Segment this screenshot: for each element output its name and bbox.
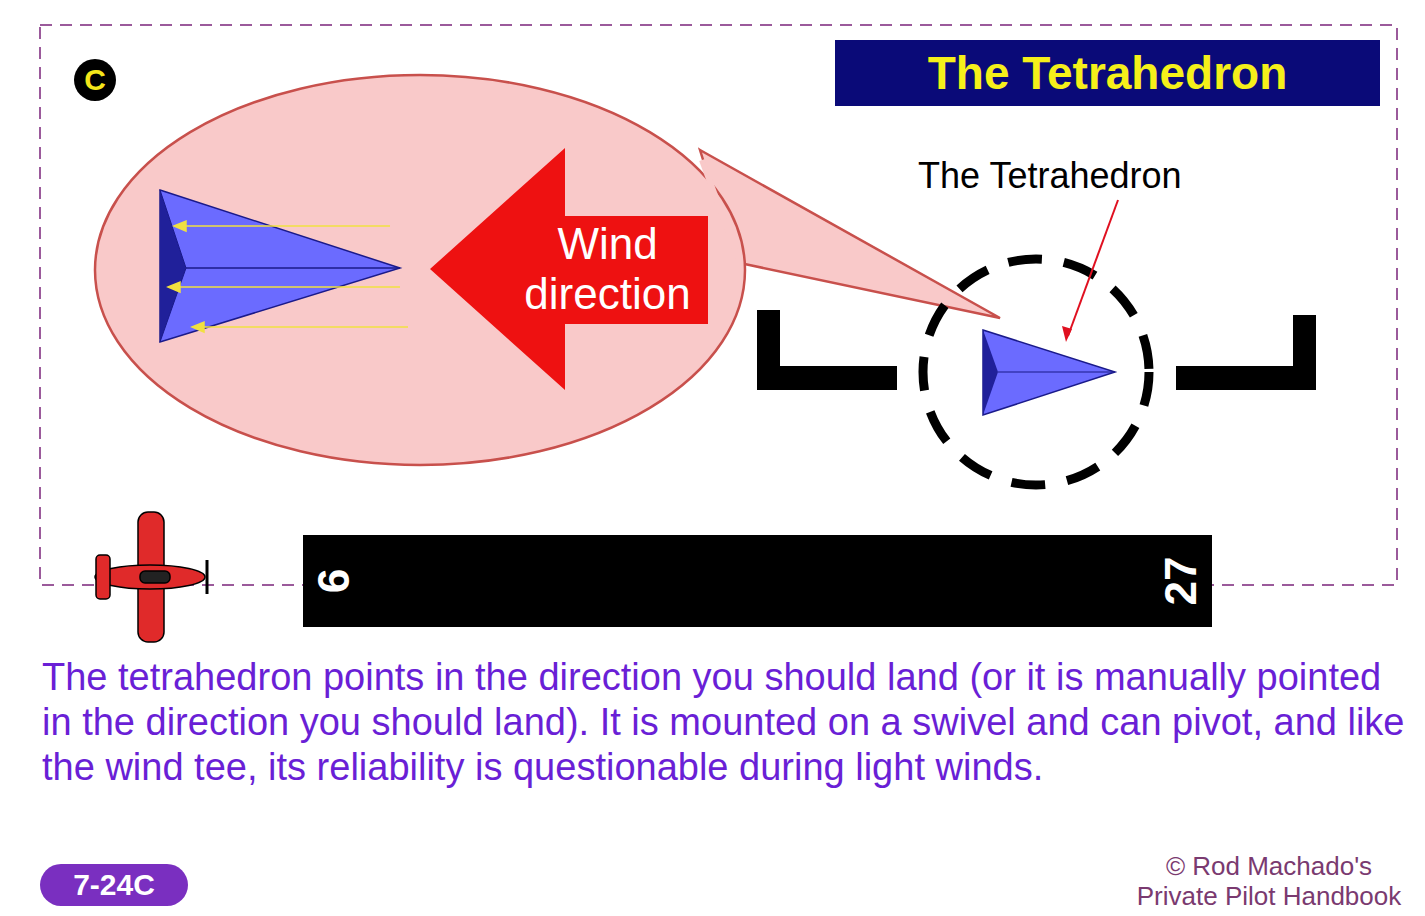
panel-letter: C [84, 63, 106, 97]
wind-arrow: Wind direction [428, 146, 710, 392]
leader-arrow [1062, 200, 1118, 342]
credit: © Rod Machado's Private Pilot Handbook [1128, 852, 1410, 912]
dashed-frame [40, 25, 1397, 585]
runway-shape [303, 535, 1212, 627]
figure-badge: 7-24C [40, 864, 188, 906]
tetrahedron-label: The Tetrahedron [918, 155, 1218, 196]
callout-bubble [95, 75, 745, 465]
runway-number: 27 [1156, 557, 1206, 606]
title-box: The Tetrahedron [835, 40, 1380, 106]
airplane [95, 512, 207, 642]
arrow-label: Wind direction [510, 219, 705, 319]
title: The Tetrahedron [928, 46, 1288, 100]
segmented-circle [923, 259, 1149, 485]
small-tetrahedron [983, 330, 1115, 415]
letter-circle: C [73, 58, 117, 102]
runway-number: 9 [308, 569, 358, 593]
caption: The tetrahedron points in the direction … [42, 655, 1407, 790]
big-tetrahedron [160, 190, 408, 342]
runway: 9 27 [303, 535, 1212, 627]
figure-number: 7-24C [73, 868, 155, 902]
